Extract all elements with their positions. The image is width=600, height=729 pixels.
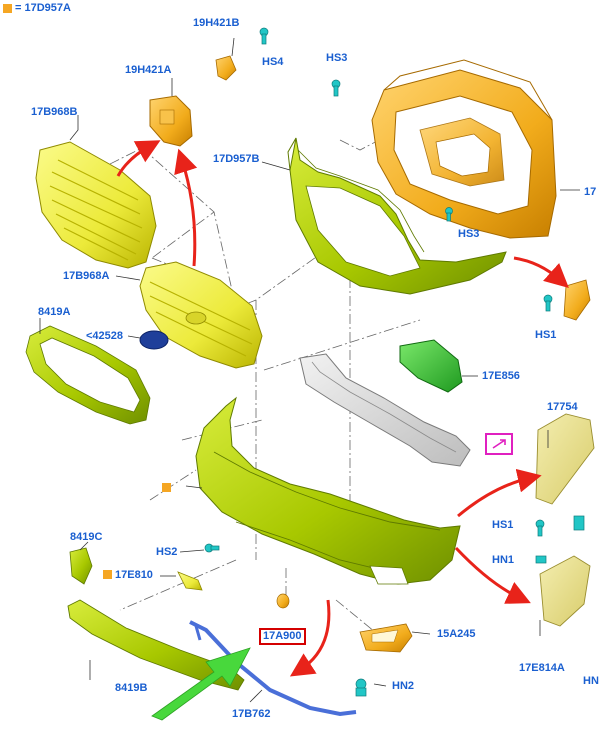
label-hs4[interactable]: HS4 xyxy=(262,56,284,68)
label-17d957b[interactable]: 17D957B xyxy=(213,153,260,165)
leader-lines xyxy=(39,37,580,703)
lower-trim-8419c-part xyxy=(69,547,93,585)
upper-grille-part xyxy=(35,141,157,269)
lower-grille-part xyxy=(139,261,263,369)
label-17e856[interactable]: 17E856 xyxy=(482,370,520,382)
label-17b762[interactable]: 17B762 xyxy=(232,708,271,720)
label-17e810[interactable]: 17E810 xyxy=(115,569,153,581)
upper-bumper-fascia-part xyxy=(287,137,507,295)
label-8419c[interactable]: 8419C xyxy=(70,531,103,543)
label-hs1-mid[interactable]: HS1 xyxy=(492,519,514,531)
label-hs3-top[interactable]: HS3 xyxy=(326,52,348,64)
label-19h421b[interactable]: 19H421B xyxy=(193,17,240,29)
legend-swatch xyxy=(3,4,12,13)
label-hs2[interactable]: HS2 xyxy=(156,546,178,558)
label-hs3-mid[interactable]: HS3 xyxy=(458,228,480,240)
bumper-cover-swatch xyxy=(162,483,171,492)
label-42528[interactable]: <42528 xyxy=(86,330,124,342)
bumper-beam-part xyxy=(299,353,471,467)
red-arrows xyxy=(116,140,569,677)
teal-screw-icon xyxy=(204,27,585,697)
label-17a900-highlighted[interactable]: 17A900 xyxy=(259,628,306,645)
front-end-carrier-part xyxy=(371,59,557,239)
label-19h421a[interactable]: 19H421A xyxy=(125,64,172,76)
label-17e814a[interactable]: 17E814A xyxy=(519,662,565,674)
bumper-cover-part xyxy=(195,396,461,585)
green-pointer-arrow xyxy=(151,647,251,721)
label-hn2[interactable]: HN2 xyxy=(392,680,415,692)
label-17b968b[interactable]: 17B968B xyxy=(31,106,78,118)
label-17-cut[interactable]: 17 xyxy=(584,186,597,198)
grille-surround-part xyxy=(25,325,151,425)
energy-absorber-part xyxy=(399,339,463,393)
label-8419a[interactable]: 8419A xyxy=(38,306,71,318)
label-15a245[interactable]: 15A245 xyxy=(437,628,476,640)
ford-badge-part xyxy=(139,330,169,350)
bracket-19h421b-part xyxy=(215,55,237,81)
bracket-17e810-part xyxy=(177,571,203,591)
label-17e810-swatch xyxy=(103,570,112,579)
label-8419b[interactable]: 8419B xyxy=(115,682,148,694)
lower-lip-part xyxy=(67,599,245,691)
label-17b968a[interactable]: 17B968A xyxy=(63,270,110,282)
lower-rail-part xyxy=(189,620,357,717)
side-bracket-parts xyxy=(535,279,595,627)
bracket-19h421a-part xyxy=(149,95,193,147)
label-hn1[interactable]: HN1 xyxy=(492,554,515,566)
arrow-callout-icon xyxy=(485,433,513,455)
tow-eye-cover-part xyxy=(276,593,290,609)
label-hn-cut[interactable]: HN xyxy=(583,675,599,687)
label-hs1-top[interactable]: HS1 xyxy=(535,329,557,341)
label-17754[interactable]: 17754 xyxy=(547,401,578,413)
legend-text: = 17D957A xyxy=(15,2,71,14)
